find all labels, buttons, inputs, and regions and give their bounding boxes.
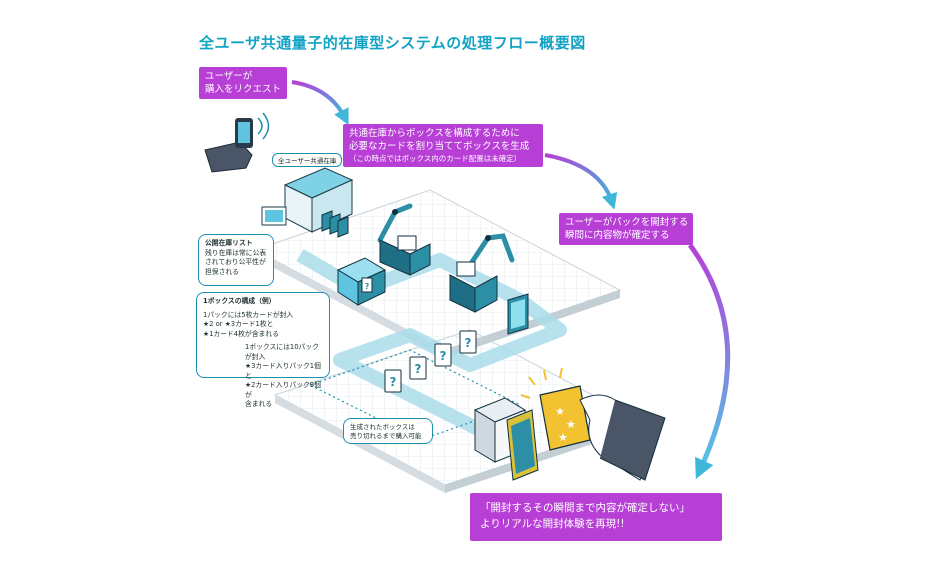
hand-icon — [579, 394, 666, 481]
step1-box: ユーザーが 購入をリクエスト — [199, 67, 287, 99]
box-composition-heading: 1ボックスの構成（例） — [203, 297, 276, 305]
box-line2: ★3カード入りパック1個と — [245, 362, 321, 380]
unknown-card-mark: ? — [365, 282, 370, 291]
step3-line1: ユーザーがパックを開封する — [565, 217, 689, 228]
box-line4: 含まれる — [245, 400, 273, 408]
box-line3: ★2カード入りパック9個が — [245, 381, 321, 399]
step2-line3: （この時点ではボックス内のカード配置は未確定） — [349, 154, 522, 163]
box-composition-note: 1ボックスの構成（例） 1パックには5枚カードが封入 ★2 or ★3カード1枚… — [196, 292, 330, 408]
step2-line2: 必要なカードを割り当ててボックスを生成 — [349, 141, 530, 152]
public-list-line1: 残り在庫は常に公表 — [205, 248, 267, 257]
final-message-box: 「開封するその瞬間まで内容が確定しない」 よりリアルな開封体験を再現!! — [470, 493, 722, 541]
generated-box-note: 生成されたボックスは 売り切れるまで購入可能 — [343, 418, 433, 444]
star-mark: ★ — [555, 405, 565, 418]
conveyor-belt — [296, 248, 567, 437]
card-tile-green — [507, 293, 529, 335]
step2-line1: 共通在庫からボックスを構成するために — [349, 128, 520, 139]
unknown-card-mark: ? — [440, 349, 447, 363]
flow-arrow-3 — [687, 243, 731, 480]
warehouse-icon — [261, 167, 354, 233]
flow-arrow-2 — [544, 153, 618, 210]
card-stack-blue — [321, 210, 349, 238]
generated-box-line2: 売り切れるまで購入可能 — [350, 432, 422, 440]
pack-line3: ★1カード4枚が含まれる — [203, 329, 279, 338]
robot-arm-1-icon — [377, 203, 431, 276]
shared-inventory-label: 全ユーザー共通在庫 — [272, 153, 343, 167]
step3-line2: 瞬間に内容物が確定する — [565, 230, 670, 241]
public-list-note: 公開在庫リスト 残り在庫は常に公表 されており公平性が 担保される — [198, 234, 274, 286]
step2-box: 共通在庫からボックスを構成するために 必要なカードを割り当ててボックスを生成 （… — [343, 124, 543, 167]
generated-box-line1: 生成されたボックスは — [350, 423, 415, 431]
star-card-icon: ★ ★ ★ — [520, 367, 591, 451]
public-list-line2: されており公平性が — [205, 258, 266, 266]
step1-line2: 購入をリクエスト — [205, 84, 282, 95]
box-line1: 1ボックスには10パックが封入 — [245, 343, 319, 361]
final-line2: よりリアルな開封体験を再現!! — [480, 518, 625, 530]
step3-box: ユーザーがパックを開封する 瞬間に内容物が確定する — [559, 213, 693, 245]
robot-arm-2-icon — [449, 233, 515, 313]
star-mark: ★ — [558, 431, 568, 444]
pack-line1: 1パックには5枚カードが封入 — [203, 310, 294, 319]
flow-arrow-1 — [291, 80, 349, 126]
final-line1: 「開封するその瞬間まで内容が確定しない」 — [480, 502, 690, 514]
unknown-card-mark: ? — [390, 375, 397, 389]
pack-line2: ★2 or ★3カード1枚と — [203, 320, 274, 328]
unknown-cards: ? ? ? ? ? — [361, 277, 477, 393]
public-list-heading: 公開在庫リスト — [205, 239, 253, 247]
unknown-card-mark: ? — [415, 362, 422, 376]
public-list-line3: 担保される — [205, 267, 239, 276]
smartphone-hand-icon — [204, 112, 270, 173]
unknown-card-mark: ? — [465, 336, 472, 350]
page-title: 全ユーザ共通量子的在庫型システムの処理フロー概要図 — [199, 34, 586, 52]
star-mark: ★ — [566, 418, 576, 431]
step1-line1: ユーザーが — [205, 71, 253, 82]
pack-machine-icon — [473, 397, 539, 481]
